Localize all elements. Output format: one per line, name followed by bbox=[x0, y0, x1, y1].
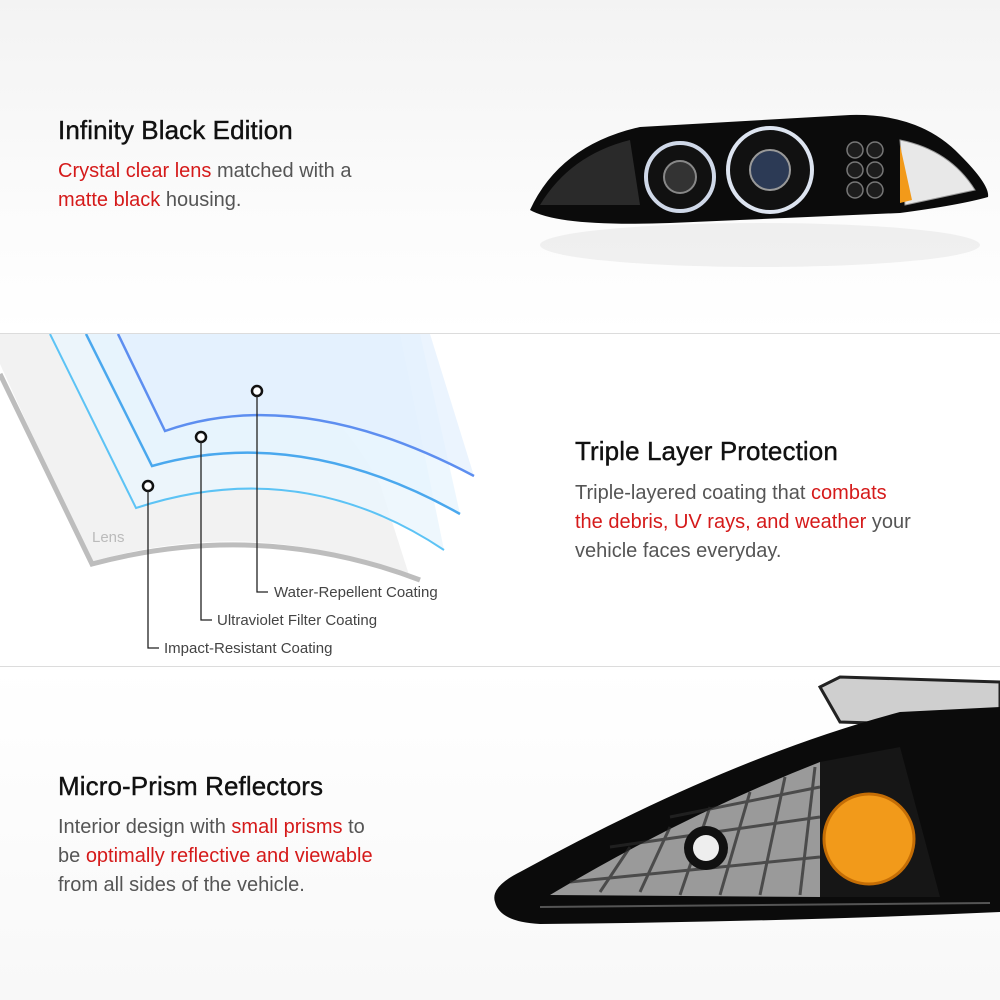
description-line: the debris, UV rays, and weather your bbox=[575, 508, 911, 537]
section-title: Triple Layer Protection bbox=[575, 436, 838, 466]
corner-light-image bbox=[494, 675, 1000, 924]
highlight-text: combats bbox=[811, 482, 887, 504]
body-text: housing. bbox=[160, 189, 242, 211]
body-text: your bbox=[866, 511, 911, 533]
highlight-text: small prisms bbox=[231, 816, 343, 838]
coating-label-water: Water-Repellent Coating bbox=[274, 584, 438, 601]
section-triple-layer: Lens Water-Repellent Coating Ultraviolet… bbox=[0, 334, 1000, 666]
divider bbox=[0, 333, 1000, 334]
coating-label-uv: Ultraviolet Filter Coating bbox=[217, 612, 377, 629]
section-infinity-black: Infinity Black Edition Crystal clear len… bbox=[0, 0, 1000, 333]
description-line: vehicle faces everyday. bbox=[575, 537, 911, 566]
description-line: Interior design with small prisms to bbox=[58, 813, 373, 842]
description-line: matte black housing. bbox=[58, 186, 351, 215]
body-text: Triple-layered coating that bbox=[575, 482, 812, 504]
body-text: from all sides of the vehicle. bbox=[58, 874, 305, 896]
coating-label-impact: Impact-Resistant Coating bbox=[164, 640, 332, 657]
section-micro-prism: Micro-Prism Reflectors Interior design w… bbox=[0, 667, 1000, 1000]
description-line: Crystal clear lens matched with a bbox=[58, 157, 351, 186]
coating-diagram: Lens Water-Repellent Coating Ultraviolet… bbox=[0, 334, 475, 657]
highlight-text: Crystal clear lens bbox=[58, 160, 212, 182]
highlight-text: matte black bbox=[58, 189, 161, 211]
divider bbox=[0, 666, 1000, 667]
body-text: matched with a bbox=[211, 160, 352, 182]
description-line: Triple-layered coating that combats bbox=[575, 479, 911, 508]
section-title: Micro-Prism Reflectors bbox=[58, 771, 324, 801]
body-text: be bbox=[58, 845, 86, 867]
lens-label: Lens bbox=[92, 529, 125, 546]
description-line: be optimally reflective and viewable bbox=[58, 842, 373, 871]
body-text: Interior design with bbox=[58, 816, 232, 838]
body-text: to bbox=[342, 816, 365, 838]
body-text: vehicle faces everyday. bbox=[575, 540, 782, 562]
highlight-text: optimally reflective and viewable bbox=[85, 845, 373, 867]
headlight-image bbox=[530, 114, 989, 267]
amber-reflector bbox=[822, 792, 916, 886]
description-line: from all sides of the vehicle. bbox=[58, 871, 373, 900]
section-title: Infinity Black Edition bbox=[58, 115, 293, 145]
highlight-text: the debris, UV rays, and weather bbox=[575, 511, 867, 533]
